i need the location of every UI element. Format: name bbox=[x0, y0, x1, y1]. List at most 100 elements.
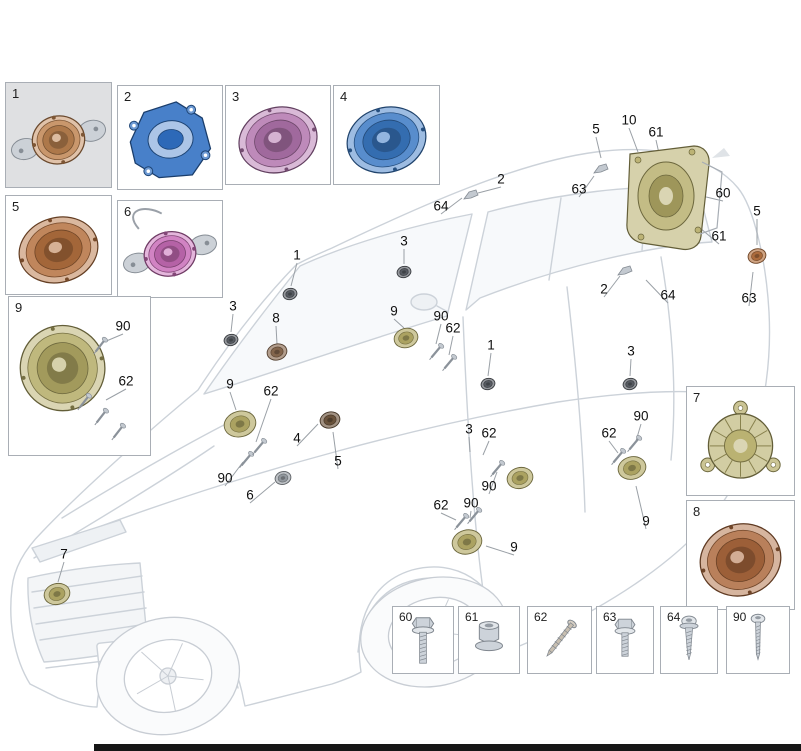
hardware-thumbnail-61[interactable]: 61 bbox=[458, 606, 520, 674]
hardware-thumbnail-63[interactable]: 63 bbox=[596, 606, 654, 674]
screw-pin bbox=[627, 435, 643, 452]
a-pillar-tweeter bbox=[223, 333, 239, 347]
callout-9[interactable]: 9 bbox=[510, 539, 518, 555]
dash-tweeter-left bbox=[282, 287, 298, 301]
expansion-rivet-image bbox=[546, 619, 577, 657]
rear-door-speaker-2 bbox=[451, 529, 483, 555]
callout-2[interactable]: 2 bbox=[600, 281, 608, 297]
callout-64[interactable]: 64 bbox=[433, 198, 449, 214]
part-thumbnail-1[interactable]: 1 bbox=[5, 82, 112, 188]
door-speaker-image bbox=[18, 216, 99, 284]
callout-5[interactable]: 5 bbox=[334, 453, 342, 469]
door-speaker-image bbox=[699, 523, 782, 597]
callout-90[interactable]: 90 bbox=[463, 495, 479, 511]
callout-62[interactable]: 62 bbox=[481, 425, 497, 441]
rear-door-speaker bbox=[506, 466, 534, 490]
callout-61[interactable]: 61 bbox=[711, 228, 727, 244]
callout-90[interactable]: 90 bbox=[481, 478, 497, 494]
callout-61[interactable]: 61 bbox=[648, 124, 664, 140]
hardware-thumbnail-90[interactable]: 90 bbox=[726, 606, 790, 674]
part-thumbnail-2[interactable]: 2 bbox=[117, 85, 223, 190]
small-speaker-image bbox=[123, 208, 217, 277]
rear-shelf-speaker bbox=[617, 456, 647, 480]
callout-90[interactable]: 90 bbox=[433, 308, 449, 324]
callout-64[interactable]: 64 bbox=[660, 287, 676, 303]
screw-pin bbox=[454, 513, 470, 530]
callout-1[interactable]: 1 bbox=[487, 337, 495, 353]
callout-62[interactable]: 62 bbox=[433, 497, 449, 513]
callout-90[interactable]: 90 bbox=[115, 318, 131, 334]
hardware-thumbnail-62[interactable]: 62 bbox=[527, 606, 592, 674]
machine-screw-image bbox=[750, 613, 766, 661]
callout-10[interactable]: 10 bbox=[621, 112, 637, 128]
hardware-number-label: 61 bbox=[465, 610, 479, 624]
tapping-screw-image bbox=[679, 615, 699, 660]
subwoofer-top-view-image bbox=[700, 400, 781, 479]
screw-pin bbox=[252, 438, 268, 455]
part-number-label: 9 bbox=[15, 300, 23, 315]
callout-3[interactable]: 3 bbox=[400, 233, 408, 249]
hardware-thumbnail-60[interactable]: 60 bbox=[392, 606, 454, 674]
callout-8[interactable]: 8 bbox=[272, 310, 280, 326]
part-thumbnail-8[interactable]: 8 bbox=[686, 500, 795, 610]
hardware-number-label: 62 bbox=[534, 610, 548, 624]
roof-clip bbox=[593, 163, 609, 174]
dash-center-speaker bbox=[393, 327, 419, 349]
part-thumbnail-3[interactable]: 3 bbox=[225, 85, 331, 185]
part-thumbnail-5[interactable]: 5 bbox=[5, 195, 112, 295]
callout-4[interactable]: 4 bbox=[293, 430, 301, 446]
callout-3[interactable]: 3 bbox=[627, 343, 635, 359]
pillar-tweeter bbox=[396, 265, 412, 279]
part-thumbnail-9[interactable]: 9 bbox=[8, 296, 151, 456]
part-number-label: 2 bbox=[124, 89, 132, 104]
bottom-bar bbox=[94, 744, 801, 751]
part-thumbnail-6[interactable]: 6 bbox=[117, 200, 223, 298]
callout-63[interactable]: 63 bbox=[741, 290, 757, 306]
rear-quarter-tweeter bbox=[747, 248, 767, 264]
screw-pin bbox=[442, 354, 458, 371]
callout-62[interactable]: 62 bbox=[601, 425, 617, 441]
callout-90[interactable]: 90 bbox=[633, 408, 649, 424]
part-number-label: 6 bbox=[124, 204, 132, 219]
hardware-number-label: 64 bbox=[667, 610, 681, 624]
callout-62[interactable]: 62 bbox=[263, 383, 279, 399]
part-number-label: 7 bbox=[693, 390, 701, 405]
front-subwoofer bbox=[43, 582, 71, 606]
hardware-number-label: 90 bbox=[733, 610, 747, 624]
roof-speaker-assembly bbox=[626, 145, 723, 251]
callout-62[interactable]: 62 bbox=[445, 320, 461, 336]
callout-90[interactable]: 90 bbox=[217, 470, 233, 486]
callout-60[interactable]: 60 bbox=[715, 185, 731, 201]
center-dash-speaker bbox=[319, 411, 341, 429]
callout-2[interactable]: 2 bbox=[497, 171, 505, 187]
callout-6[interactable]: 6 bbox=[246, 487, 254, 503]
callout-3[interactable]: 3 bbox=[229, 298, 237, 314]
door-speaker-image bbox=[346, 106, 427, 174]
part-thumbnail-7[interactable]: 7 bbox=[686, 386, 795, 496]
callout-9[interactable]: 9 bbox=[226, 376, 234, 392]
speaker-with-bracket-image bbox=[129, 101, 212, 179]
callout-1[interactable]: 1 bbox=[293, 247, 301, 263]
screw-pin bbox=[429, 343, 445, 360]
woofer-speaker-kit-image bbox=[19, 324, 106, 412]
part-number-label: 8 bbox=[693, 504, 701, 519]
callout-5[interactable]: 5 bbox=[592, 121, 600, 137]
callout-5[interactable]: 5 bbox=[753, 203, 761, 219]
screw-pin bbox=[611, 448, 627, 465]
roof-clip-rear bbox=[617, 265, 633, 276]
callout-3[interactable]: 3 bbox=[465, 421, 473, 437]
callout-9[interactable]: 9 bbox=[642, 513, 650, 529]
callout-7[interactable]: 7 bbox=[60, 546, 68, 562]
hardware-number-label: 60 bbox=[399, 610, 413, 624]
callout-9[interactable]: 9 bbox=[390, 303, 398, 319]
door-tweeter bbox=[274, 471, 292, 485]
callout-62[interactable]: 62 bbox=[118, 373, 134, 389]
callout-63[interactable]: 63 bbox=[571, 181, 587, 197]
front-door-speaker bbox=[223, 410, 257, 438]
hardware-thumbnail-64[interactable]: 64 bbox=[660, 606, 718, 674]
roof-clip-front bbox=[463, 189, 479, 200]
part-thumbnail-4[interactable]: 4 bbox=[333, 85, 440, 185]
